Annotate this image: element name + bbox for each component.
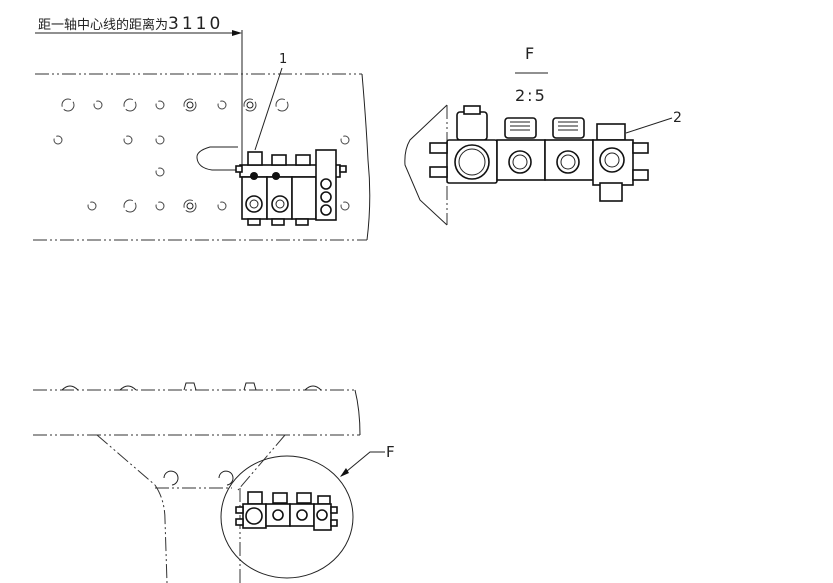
bolt-head — [186, 101, 194, 109]
valve-block-top-view — [235, 149, 347, 226]
mounting-hole — [53, 135, 63, 145]
dimension-value: 3110 — [168, 14, 224, 34]
dimension-note-text: 距一轴中心线的距离为 — [38, 18, 169, 33]
side-view-frame — [33, 382, 361, 583]
mounting-hole — [217, 201, 227, 211]
mounting-hole — [340, 201, 350, 211]
bolt-head — [246, 101, 254, 109]
mounting-hole — [123, 98, 137, 112]
mounting-hole — [93, 100, 103, 110]
mounting-holes — [53, 98, 350, 213]
detail-F-leader — [340, 451, 385, 477]
valve-block-detail-view — [404, 104, 649, 226]
detail-circle-F — [220, 455, 354, 579]
mounting-hole — [340, 135, 350, 145]
mounting-hole — [243, 98, 257, 112]
detail-callout-F: F — [386, 443, 395, 461]
mounting-hole — [155, 100, 165, 110]
dimension-note: 距一轴中心线的距离为3110 — [38, 14, 223, 34]
bolt-head — [186, 202, 194, 210]
detail-view-scale: 2:5 — [515, 86, 547, 105]
mounting-hole — [123, 135, 133, 145]
mounting-hole — [155, 201, 165, 211]
mounting-hole — [275, 98, 289, 112]
detail-view-name: F — [525, 44, 535, 63]
mounting-hole — [87, 201, 97, 211]
mounting-hole — [155, 135, 165, 145]
top-view-frame — [33, 73, 371, 241]
dimension-arrow — [35, 30, 243, 170]
mounting-hole — [123, 199, 137, 213]
mounting-hole — [155, 167, 165, 177]
callout-2: 2 — [673, 110, 682, 126]
callout-1: 1 — [279, 52, 288, 67]
mounting-hole — [217, 100, 227, 110]
mounting-hole — [61, 98, 75, 112]
mounting-hole — [183, 98, 197, 112]
callout-1-leader — [254, 67, 283, 151]
mounting-hole — [183, 199, 197, 213]
callout-2-leader — [625, 117, 673, 134]
